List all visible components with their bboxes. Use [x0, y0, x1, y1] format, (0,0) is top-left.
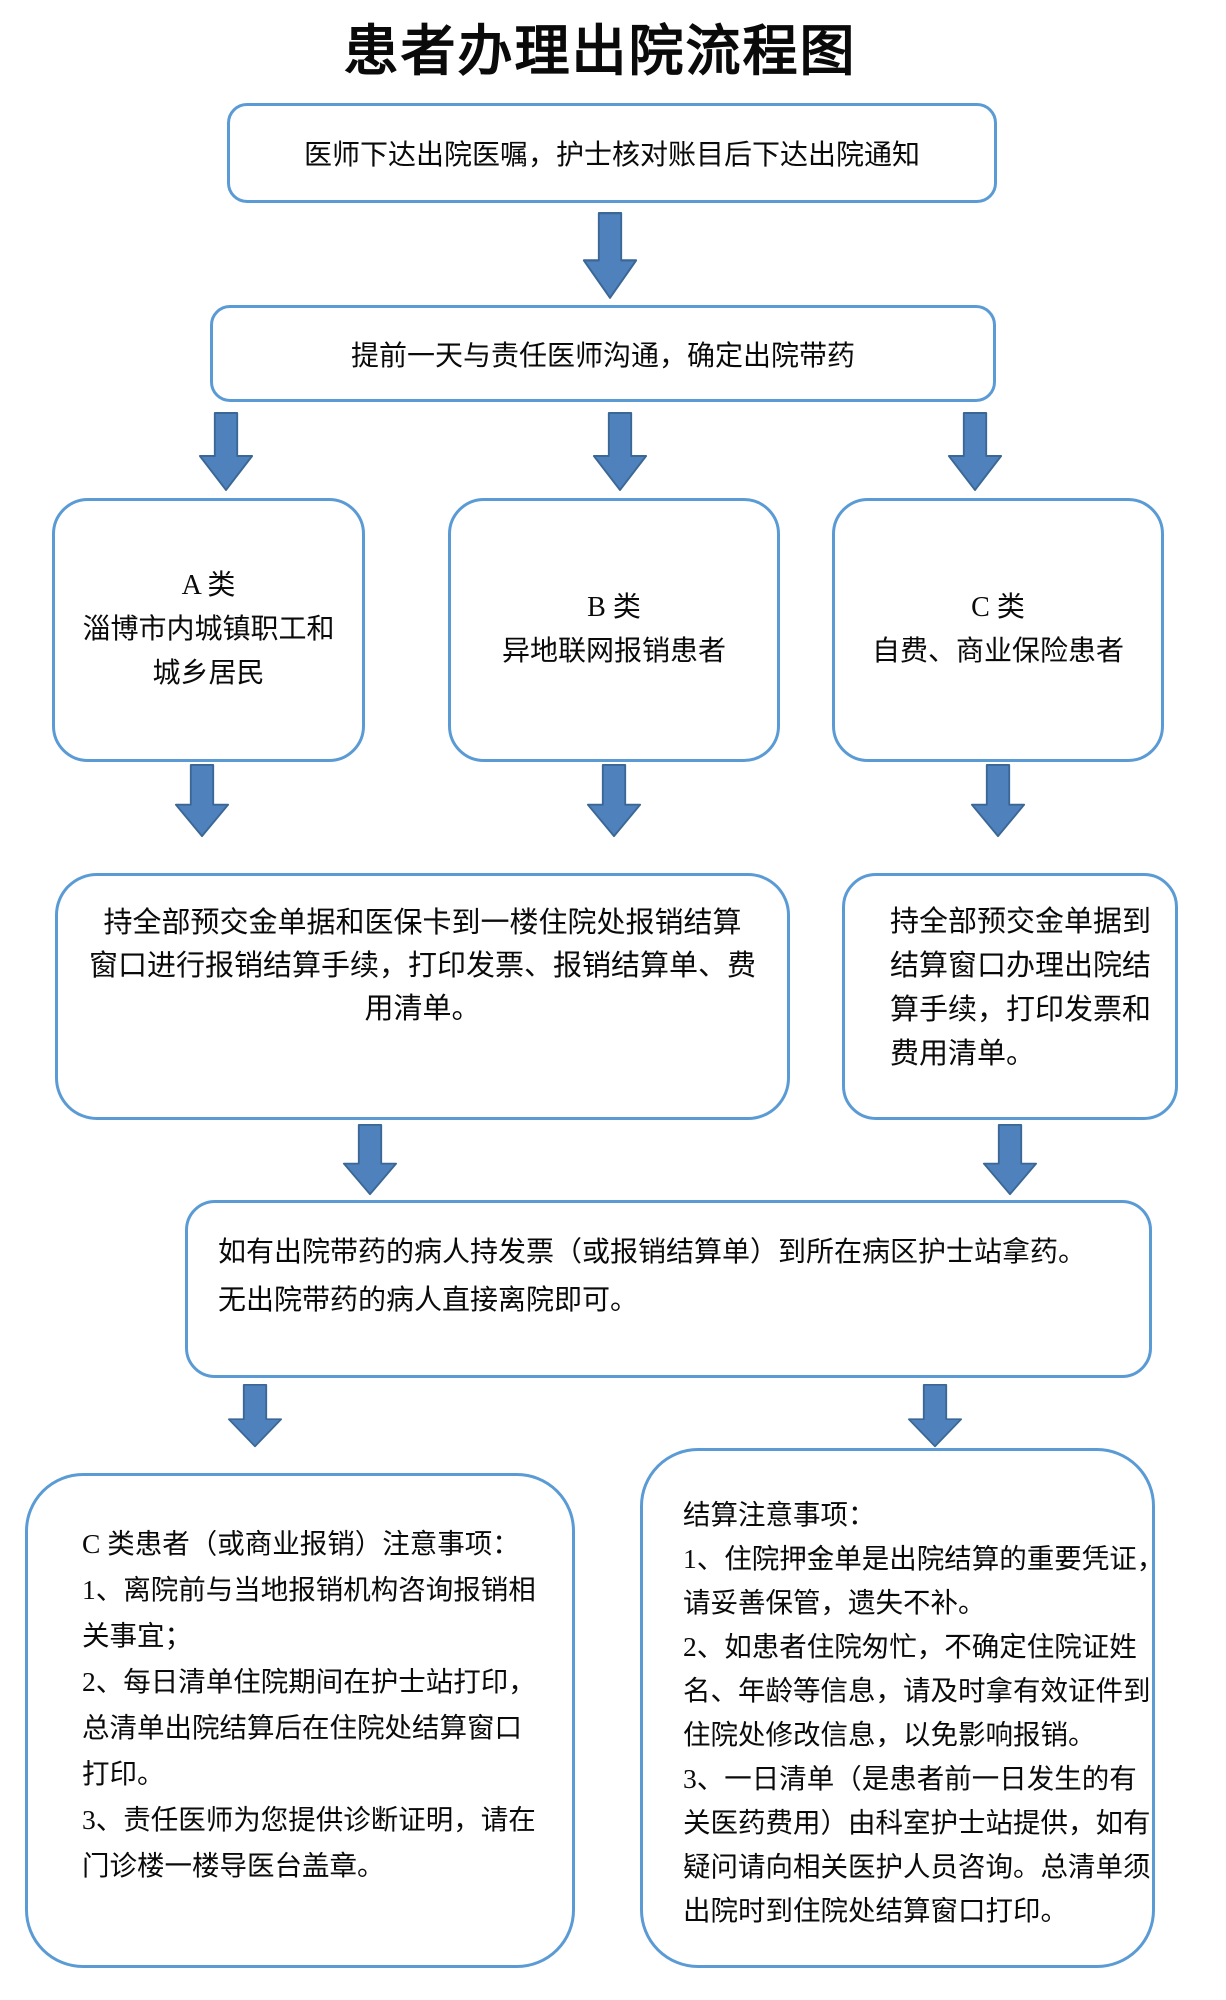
settlement-ab-text: 持全部预交金单据和医保卡到一楼住院处报销结算窗口进行报销结算手续，打印发票、报销… [58, 876, 787, 1031]
down-arrow-icon [592, 412, 648, 491]
text-line: 持全部预交金单据和医保卡到一楼住院处报销结算 [103, 907, 742, 939]
settlement-c-text: 持全部预交金单据到结算窗口办理出院结算手续，打印发票和费用清单。 [845, 876, 1175, 1076]
text-line: 自费、商业保险患者 [871, 636, 1124, 667]
down-arrow-icon [582, 212, 638, 299]
text-line: 持全部预交金单据到 [890, 906, 1152, 938]
text-line: A 类 [181, 570, 236, 601]
text-line: 结算注意事项： [683, 1499, 876, 1530]
step1-doctor-order-box: 医师下达出院医嘱，护士核对账目后下达出院通知 [227, 103, 997, 203]
text-line: C 类患者（或商业报销）注意事项： [82, 1528, 520, 1559]
text-line: 如有出院带药的病人持发票（或报销结算单）到所在病区护士站拿药。 [218, 1237, 1087, 1268]
text-line: 结算窗口办理出院结 [890, 950, 1152, 982]
down-arrow-icon [342, 1124, 398, 1196]
down-arrow-icon [227, 1384, 283, 1448]
text-line: 淄博市内城镇职工和 [82, 614, 335, 645]
text-line: 请妥善保管，遗失不补。 [683, 1587, 986, 1618]
down-arrow-icon [982, 1124, 1038, 1196]
text-line: 名、年龄等信息，请及时拿有效证件到 [683, 1675, 1151, 1706]
down-arrow-icon [970, 764, 1026, 838]
medication-pickup-text: 如有出院带药的病人持发票（或报销结算单）到所在病区护士站拿药。无出院带药的病人直… [188, 1203, 1149, 1325]
text-line: 3、一日清单（是患者前一日发生的有 [683, 1763, 1137, 1794]
down-arrow-icon [174, 764, 230, 838]
down-arrow-icon [586, 764, 642, 838]
settlement-c-box: 持全部预交金单据到结算窗口办理出院结算手续，打印发票和费用清单。 [842, 873, 1178, 1120]
text-line: 关医药费用）由科室护士站提供，如有 [683, 1807, 1151, 1838]
text-line: 3、责任医师为您提供诊断证明，请在 [82, 1804, 536, 1835]
text-line: 1、离院前与当地报销机构咨询报销相 [82, 1574, 536, 1605]
text-line: 门诊楼一楼导医台盖章。 [82, 1850, 385, 1881]
text-line: 2、每日清单住院期间在护士站打印， [82, 1666, 536, 1697]
text-line: 疑问请向相关医护人员咨询。总清单须 [683, 1851, 1151, 1882]
category-c-text: C 类自费、商业保险患者 [835, 501, 1161, 759]
notes-settlement-text: 结算注意事项： 1、住院押金单是出院结算的重要凭证， 请妥善保管，遗失不补。 2、如患… [643, 1451, 1165, 1933]
text-line: 用清单。 [364, 993, 481, 1025]
settlement-ab-box: 持全部预交金单据和医保卡到一楼住院处报销结算窗口进行报销结算手续，打印发票、报销… [55, 873, 790, 1120]
text-line: C 类 [971, 592, 1025, 623]
text-line: 费用清单。 [890, 1038, 1036, 1070]
step2-confirm-medication-box: 提前一天与责任医师沟通，确定出院带药 [210, 305, 996, 402]
text-line: 出院时到住院处结算窗口打印。 [683, 1895, 1068, 1926]
category-b-box: B 类异地联网报销患者 [448, 498, 780, 762]
category-a-text: A 类淄博市内城镇职工和城乡居民 [55, 501, 362, 759]
category-c-box: C 类自费、商业保险患者 [832, 498, 1164, 762]
text-line: 无出院带药的病人直接离院即可。 [218, 1285, 639, 1316]
notes-category-c-box: C 类患者（或商业报销）注意事项： 1、离院前与当地报销机构咨询报销相关事宜； 2、… [25, 1473, 575, 1968]
text-line: 城乡居民 [152, 658, 265, 689]
page-title: 患者办理出院流程图 [343, 21, 857, 82]
text-line: 2、如患者住院匆忙，不确定住院证姓 [683, 1631, 1137, 1662]
down-arrow-icon [907, 1384, 963, 1448]
text-line: 打印。 [82, 1758, 165, 1789]
text-line: 住院处修改信息，以免影响报销。 [683, 1719, 1096, 1750]
text-line: 1、住院押金单是出院结算的重要凭证， [683, 1543, 1165, 1574]
text-line: 窗口进行报销结算手续，打印发票、报销结算单、费 [88, 950, 756, 982]
text-line: 关事宜； [82, 1620, 192, 1651]
down-arrow-icon [947, 412, 1003, 491]
step2-text: 提前一天与责任医师沟通，确定出院带药 [350, 340, 855, 372]
notes-category-c-text: C 类患者（或商业报销）注意事项： 1、离院前与当地报销机构咨询报销相关事宜； 2、… [28, 1476, 572, 1889]
category-a-box: A 类淄博市内城镇职工和城乡居民 [52, 498, 365, 762]
down-arrow-icon [198, 412, 254, 491]
category-b-text: B 类异地联网报销患者 [451, 501, 777, 759]
notes-settlement-box: 结算注意事项： 1、住院押金单是出院结算的重要凭证， 请妥善保管，遗失不补。 2、如患… [640, 1448, 1165, 1968]
text-line: 异地联网报销患者 [501, 636, 726, 667]
step1-text: 医师下达出院医嘱，护士核对账目后下达出院通知 [303, 140, 920, 171]
text-line: 算手续，打印发票和 [890, 994, 1152, 1026]
text-line: 总清单出院结算后在住院处结算窗口 [82, 1712, 522, 1743]
text-line: B 类 [587, 592, 641, 623]
medication-pickup-box: 如有出院带药的病人持发票（或报销结算单）到所在病区护士站拿药。无出院带药的病人直… [185, 1200, 1152, 1378]
